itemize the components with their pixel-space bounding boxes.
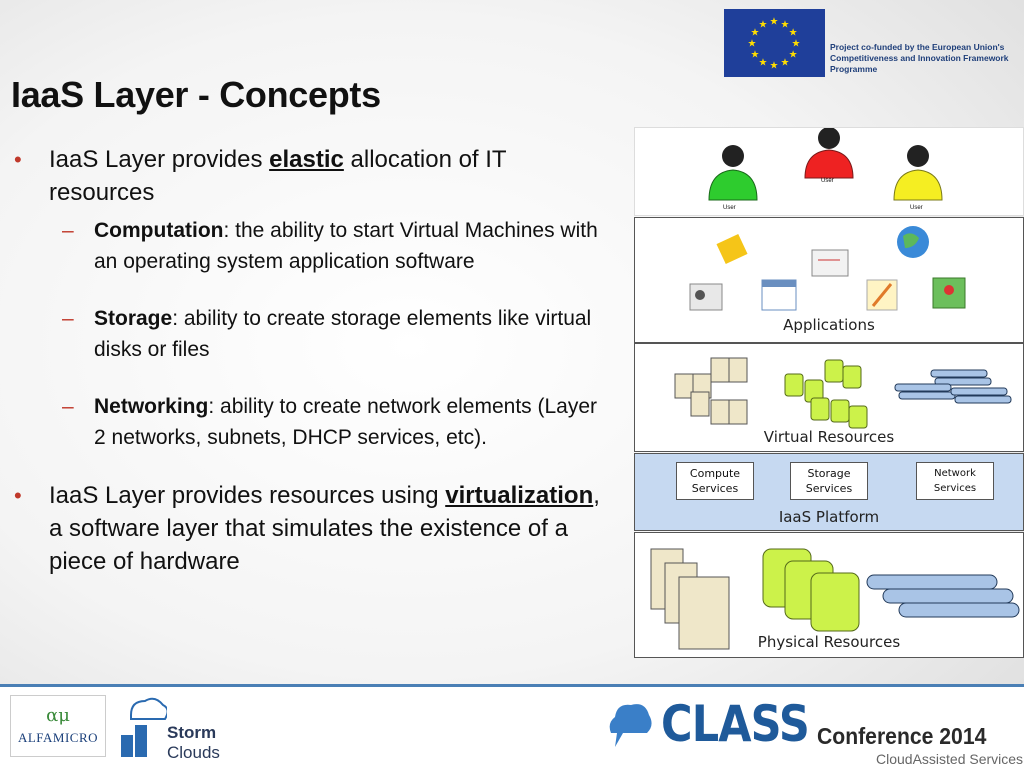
user-label: User [821,178,834,184]
network-services-box: Network Services [916,462,994,500]
storm-text: Storm [167,723,217,742]
applications-panel: Applications [634,217,1024,343]
alfamicro-logo: αμ ALFAMICRO [10,695,106,757]
eu-funding-logo: ★★★★★★★★★★★★ Project co-funded by the Eu… [724,9,1024,79]
bullet-virtualization: • IaaS Layer provides resources using vi… [14,479,614,578]
sub-computation: – Computation: the ability to start Virt… [14,215,614,277]
eu-star-icon: ★ [770,17,779,28]
sub-marker: – [62,395,74,418]
virtual-resource-icons [674,357,1012,429]
conference-text: Conference 2014 [817,723,987,749]
iaas-diagram: User User User Applications [634,127,1024,658]
footer: αμ ALFAMICRO Storm Clouds CLASS Conferen… [0,687,1024,768]
bullet-list: • IaaS Layer provides elastic allocation… [14,143,614,578]
applications-label: Applications [783,316,875,334]
class-conference-logo: CLASS Conference 2014 CloudAssisted Serv… [605,693,1024,768]
clouds-text: Clouds [167,743,220,762]
bullet-marker: • [14,483,22,508]
storage-services-box: Storage Services [790,462,868,500]
eu-star-icon: ★ [748,39,757,50]
stormclouds-logo: Storm Clouds [117,691,227,763]
eu-star-icon: ★ [770,61,779,72]
iaas-platform-panel: Compute Services Storage Services Networ… [634,453,1024,531]
user-label: User [723,205,736,211]
iaas-platform-label: IaaS Platform [778,508,880,526]
eu-funding-text: Project co-funded by the European Union'… [830,42,1009,74]
compute-services-box: Compute Services [676,462,754,500]
eu-star-icon: ★ [781,19,790,30]
alfamicro-symbol: αμ [46,705,70,726]
user-label: User [910,205,923,211]
eu-flag-icon: ★★★★★★★★★★★★ [724,9,825,77]
application-icons [689,226,966,311]
bullet-marker: • [14,147,22,172]
footer-divider [0,684,1024,687]
eu-star-icon: ★ [759,19,768,30]
sub-marker: – [62,219,74,242]
eu-star-icon: ★ [789,28,798,39]
sub-storage: – Storage: ability to create storage ele… [14,303,614,365]
eu-star-icon: ★ [750,28,759,39]
physical-resources-label: Physical Resources [757,633,901,651]
class-name: CLASS [661,695,810,753]
eu-star-icon: ★ [750,50,759,61]
virtual-resources-label: Virtual Resources [763,428,895,446]
slide-title: IaaS Layer - Concepts [11,74,381,115]
eu-star-icon: ★ [789,50,798,61]
stormclouds-icon [121,697,169,757]
users-panel: User User User [634,127,1024,216]
eu-star-icon: ★ [781,58,790,69]
alfamicro-name: ALFAMICRO [17,730,99,745]
tagline-text: CloudAssisted Services [876,751,1024,767]
physical-resources-panel: Physical Resources [634,532,1024,658]
eu-star-icon: ★ [759,58,768,69]
eu-star-icon: ★ [792,39,801,50]
bullet-elastic: • IaaS Layer provides elastic allocation… [14,143,614,209]
cloud-speech-icon [609,704,652,747]
physical-resource-icons [650,548,1020,650]
users-icon [708,127,943,201]
virtual-resources-panel: Virtual Resources [634,343,1024,452]
sub-networking: – Networking: ability to create network … [14,391,614,453]
sub-marker: – [62,307,74,330]
